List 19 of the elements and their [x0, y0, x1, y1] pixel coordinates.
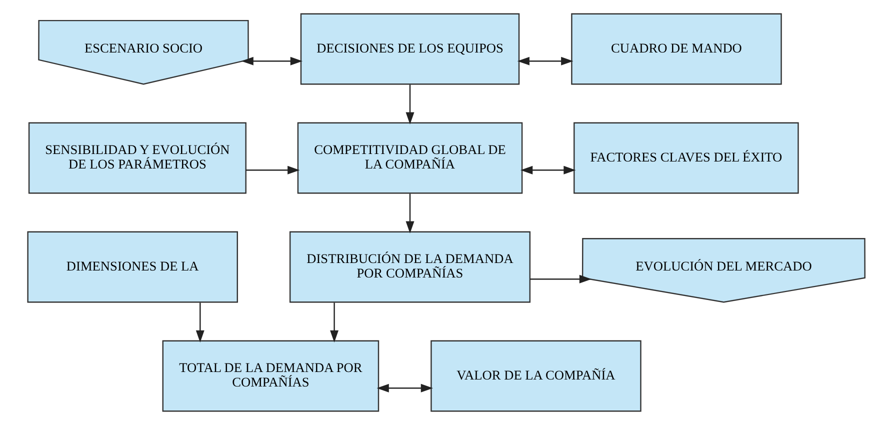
- node-box: CUADRO DE MANDO: [570, 12, 782, 84]
- node-box: COMPETITIVIDAD GLOBAL DE LA COMPAÑÍA: [296, 122, 522, 194]
- node-box: VALOR DE LA COMPAÑÍA: [430, 340, 641, 412]
- arrow: [330, 302, 338, 342]
- node-box: DECISIONES DE LOS EQUIPOS: [300, 12, 520, 84]
- node-box: SENSIBILIDAD Y EVOLUCIÓN DE LOS PARÁMETROS: [28, 122, 246, 194]
- node-box: TOTAL DE LA DEMANDA POR COMPAÑÍAS: [162, 340, 379, 412]
- arrow: [516, 56, 573, 65]
- arrow: [405, 193, 414, 233]
- arrow: [520, 165, 576, 174]
- node-box: FACTORES CLAVES DEL ÉXITO: [573, 122, 798, 194]
- arrow: [195, 302, 204, 342]
- node-box: DISTRIBUCIÓN DE LA DEMANDA POR COMPAÑÍAS: [288, 230, 530, 302]
- node-box: DIMENSIONES DE LA: [26, 230, 238, 302]
- arrow: [529, 274, 592, 283]
- arrow: [245, 165, 300, 174]
- arrow: [240, 56, 302, 65]
- arrow: [405, 84, 414, 124]
- arrow: [376, 383, 432, 392]
